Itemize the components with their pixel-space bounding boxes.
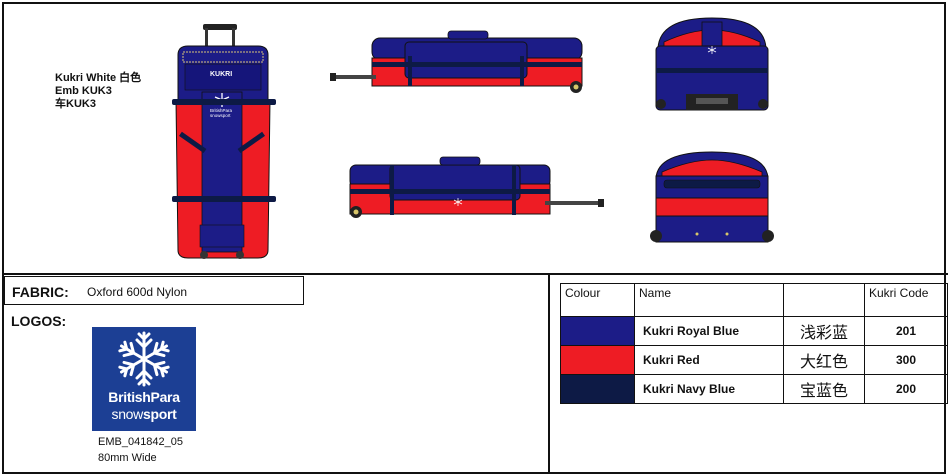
bag-end-view-top — [655, 17, 769, 111]
kukri-code: 200 — [864, 374, 948, 404]
header-chinese — [783, 283, 865, 317]
bag-side-view-top — [330, 30, 583, 93]
logo-text-sport: sport — [142, 406, 177, 422]
table-row: Kukri Navy Blue 宝蓝色 200 — [560, 374, 948, 404]
fabric-box: FABRIC: Oxford 600d Nylon — [4, 276, 304, 305]
logo-text-british-para: BritishPara — [108, 389, 180, 405]
colour-name-chinese: 浅彩蓝 — [783, 316, 865, 346]
colour-name: Kukri Red — [634, 345, 784, 375]
kukri-code: 201 — [864, 316, 948, 346]
colour-name: Kukri Royal Blue — [634, 316, 784, 346]
colour-name-chinese: 宝蓝色 — [783, 374, 865, 404]
snowflake-icon — [116, 331, 172, 387]
colour-name: Kukri Navy Blue — [634, 374, 784, 404]
kukri-code: 300 — [864, 345, 948, 375]
logo-size: 80mm Wide — [98, 452, 157, 464]
header-colour: Colour — [560, 283, 635, 317]
colour-table-header: Colour Name Kukri Code — [560, 283, 948, 317]
divider-vertical — [548, 275, 550, 474]
fabric-value: Oxford 600d Nylon — [87, 285, 188, 299]
emb-note-line3: 车KUK3 — [55, 98, 96, 110]
svg-text:snowsport: snowsport — [210, 113, 231, 118]
svg-text:BritishPara: BritishPara — [210, 108, 233, 113]
logo-text-snowsport: snowsport — [92, 406, 196, 422]
emb-note-line2: Emb KUK3 — [55, 85, 112, 97]
bag-side-view-bottom — [349, 156, 604, 218]
colour-swatch — [560, 374, 635, 404]
fabric-label: FABRIC: — [12, 284, 69, 300]
header-name: Name — [634, 283, 784, 317]
colour-swatch — [560, 316, 635, 346]
embroidery-note: Kukri White 白色 Emb KUK3 车KUK3 — [55, 72, 141, 111]
colour-swatch — [560, 345, 635, 375]
emb-note-line1: Kukri White 白色 — [55, 72, 142, 84]
bag-brand-text: KUKRI — [210, 71, 232, 78]
product-drawings: KUKRI BritishPara snowsport — [172, 17, 774, 259]
bag-end-view-bottom — [650, 151, 774, 243]
table-row: Kukri Red 大红色 300 — [560, 345, 948, 375]
british-para-snowsport-logo: BritishPara snowsport — [92, 327, 196, 431]
logo-text-snow: snow — [111, 406, 144, 422]
bag-front-view: KUKRI BritishPara snowsport — [172, 24, 276, 259]
colour-name-chinese: 大红色 — [783, 345, 865, 375]
colour-table: Colour Name Kukri Code Kukri Royal Blue … — [560, 283, 948, 404]
logo-emb-code: EMB_041842_05 — [98, 436, 184, 448]
table-row: Kukri Royal Blue 浅彩蓝 201 — [560, 316, 948, 346]
divider-horizontal — [2, 273, 948, 275]
logos-label: LOGOS: — [11, 313, 67, 329]
header-kukri-code: Kukri Code — [864, 283, 948, 317]
